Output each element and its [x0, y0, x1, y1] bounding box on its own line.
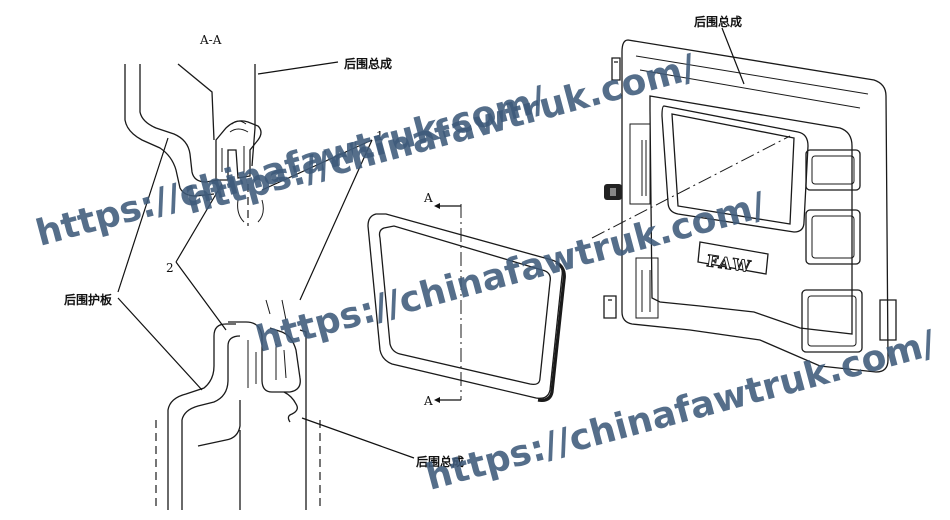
section-mark-bottom: A: [423, 394, 433, 408]
left-recess-lower: [635, 257, 659, 319]
bracket-top-left: [611, 57, 621, 81]
section-arrow-head-top: [434, 203, 440, 209]
watermark-4: https://chinafawtruk.com/: [422, 323, 941, 499]
callout-1: 1: [376, 129, 384, 143]
window-frame-inner: [378, 225, 551, 386]
left-ribs: [641, 140, 651, 312]
leader-rear-panel-b: [117, 297, 203, 391]
pocket-lower: [801, 289, 863, 353]
lower-section-step: [197, 400, 241, 447]
cab-logo-plate: [697, 241, 769, 275]
leader-cab-rear-wall: [721, 27, 745, 85]
upper-section-diagonal: [177, 63, 215, 141]
window-frame-thick-edge: [537, 260, 566, 402]
section-arrow-head-bottom: [434, 397, 440, 403]
leader-callout-2-a: [175, 183, 223, 263]
leader-rear-wall-bottom: [301, 417, 415, 459]
pocket-upper-inner: [811, 155, 855, 185]
pocket-lower-inner: [807, 295, 857, 347]
lower-seal-detail: [247, 299, 287, 388]
label-rear-wall-top: 后围总成: [344, 56, 392, 71]
upper-break-curve: [237, 199, 264, 223]
bracket-bottom-right: [879, 299, 897, 341]
lower-seal-clip: [228, 321, 301, 393]
leader-callout-1-a: [261, 139, 373, 191]
cab-logo-text: FAW: [705, 251, 753, 276]
lower-seal-zigzag: [283, 391, 298, 423]
label-cab-rear-wall: 后围总成: [694, 14, 742, 29]
upper-section-right-wall: [251, 64, 256, 167]
upper-section-inner-profile: [139, 64, 219, 183]
lower-section-outer-profile: [167, 323, 236, 510]
bracket-bottom-left: [603, 295, 617, 319]
rear-window-frame: A A: [367, 191, 566, 408]
pocket-middle-inner: [811, 215, 855, 259]
upper-section-outer-profile: [124, 64, 215, 197]
cab-rear-top-rim: [635, 55, 869, 109]
label-rear-panel: 后围护板: [64, 292, 113, 307]
lower-section-right-wall: [299, 329, 307, 510]
lower-section-inner-profile: [181, 335, 241, 510]
watermark-3: https://chinafawtruk.com/: [252, 185, 771, 361]
section-view-a-a: A-A 后围总成 1 2 后围护板 后围总成: [64, 33, 464, 510]
window-retainer-knob-hole: [610, 188, 616, 196]
leader-rear-panel-a: [117, 137, 169, 293]
cab-rear-inner-panel: [649, 95, 853, 335]
leader-callout-1-b: [299, 139, 373, 301]
section-mark-top: A: [423, 191, 433, 205]
label-rear-wall-bottom: 后围总成: [416, 454, 464, 469]
cab-window-opening-inner: [671, 113, 795, 225]
cab-window-opening-outer: [661, 105, 809, 233]
callout-2: 2: [166, 261, 174, 275]
cab-rear-outer-outline: [621, 39, 889, 373]
leader-rear-wall-top: [257, 61, 339, 75]
left-recess-upper: [629, 123, 651, 205]
pocket-middle: [805, 209, 861, 265]
cab-rear-wall: FAW 后围总成: [603, 14, 897, 373]
pocket-upper: [805, 149, 861, 191]
section-view-title: A-A: [199, 33, 222, 47]
upper-seal-lip: [221, 120, 249, 174]
assembly-direction-line: [591, 135, 791, 239]
leader-callout-2-b: [175, 261, 227, 331]
